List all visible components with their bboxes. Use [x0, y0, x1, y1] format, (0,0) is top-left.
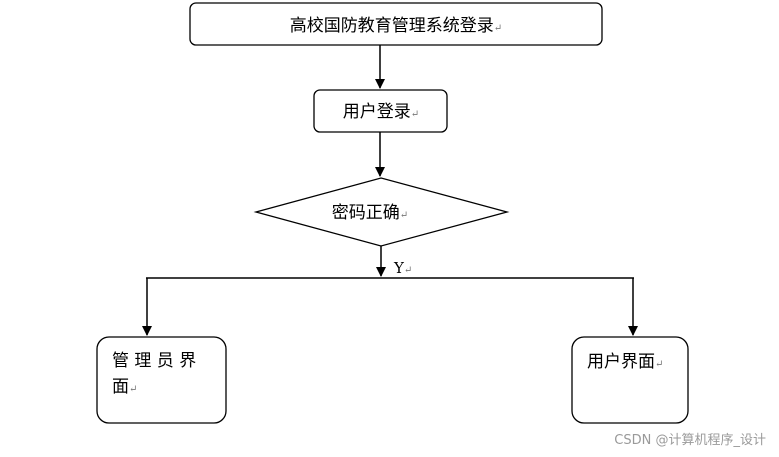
user-interface-label: 用户界面↵	[587, 352, 663, 372]
title-box	[189, 2, 603, 46]
login-box-label: 用户登录↵	[343, 102, 419, 122]
admin-interface-box	[96, 336, 227, 424]
title-box-label: 高校国防教育管理系统登录↵	[290, 16, 502, 36]
admin-interface-label-line1: 管 理 员 界	[112, 351, 196, 371]
admin-interface-label-line2: 面↵	[112, 377, 137, 397]
user-interface-box	[571, 336, 689, 424]
csdn-watermark: CSDN @计算机程序_设计	[614, 433, 766, 448]
decision-label: 密码正确↵	[332, 203, 408, 223]
branch-y-label: Y↵	[393, 259, 412, 277]
